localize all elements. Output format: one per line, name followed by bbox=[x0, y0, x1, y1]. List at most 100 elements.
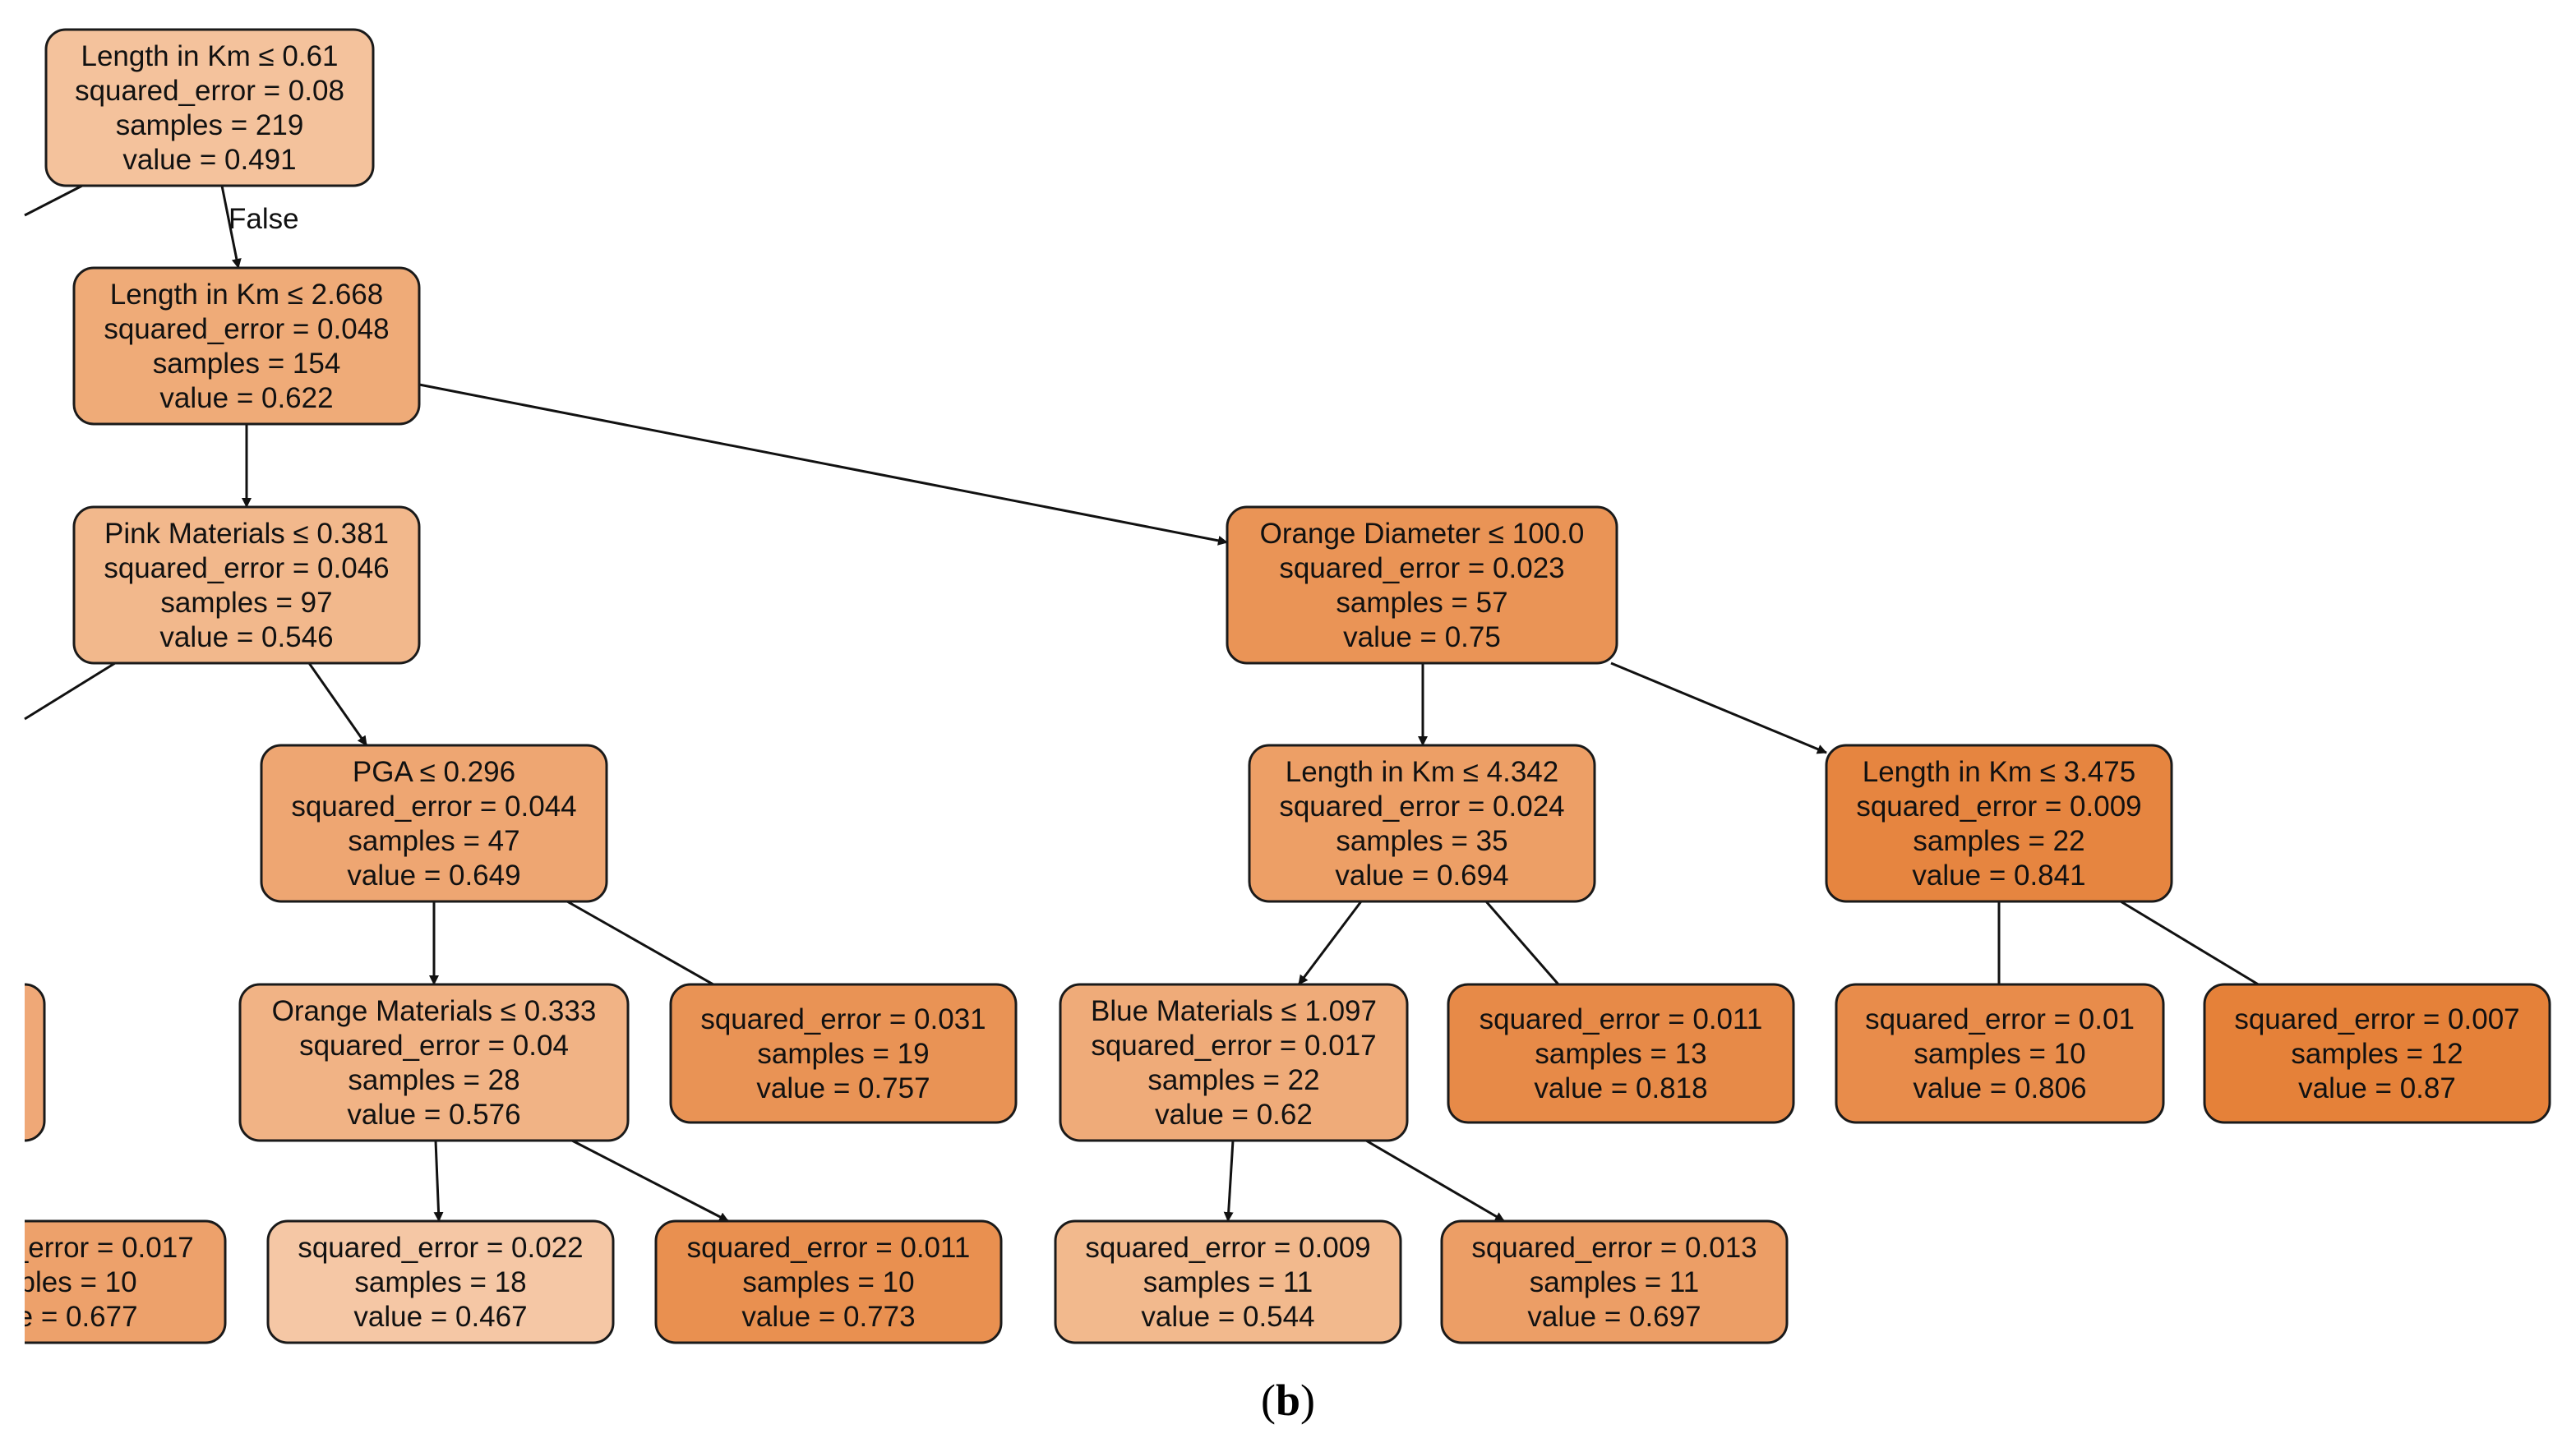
node-line: squared_error = 0.013 bbox=[1471, 1232, 1757, 1264]
node-line: value = 0.87 bbox=[2298, 1072, 2456, 1104]
node-line: squared_error = 0.011 bbox=[1480, 1003, 1763, 1035]
caption-open-paren: ( bbox=[1261, 1376, 1276, 1425]
node-line: squared_error = 0.007 bbox=[2234, 1003, 2519, 1035]
node-line: squared_error = 0.048 bbox=[104, 313, 389, 345]
node-line: samples = 10 bbox=[0, 1266, 137, 1298]
node-box bbox=[1440, 1219, 1789, 1344]
node-line: value = 0.841 bbox=[1912, 860, 2085, 892]
edge-n2-n4 bbox=[418, 383, 1228, 546]
node-line: squared_error = 0.031 bbox=[700, 1003, 986, 1035]
node-line: samples = 10 bbox=[1914, 1038, 2085, 1070]
node-box bbox=[25, 983, 46, 1142]
node-line: squared_error = 0.046 bbox=[104, 552, 389, 584]
node-line: value = 0.757 bbox=[756, 1072, 930, 1104]
node-box bbox=[72, 505, 421, 665]
node-line: Length in Km ≤ 0.61 bbox=[81, 40, 338, 72]
node-box bbox=[25, 1219, 227, 1344]
edge-n1-left bbox=[24, 184, 83, 217]
node-box bbox=[1248, 744, 1596, 903]
tree-edges bbox=[24, 184, 2281, 1223]
node-line: squared_error = 0.08 bbox=[75, 75, 344, 107]
node-line: samples = 47 bbox=[348, 825, 519, 857]
node-line: value = 0.677 bbox=[0, 1301, 138, 1333]
node-line: samples = 28 bbox=[348, 1064, 519, 1096]
tree-node-n8 bbox=[25, 983, 46, 1142]
node-line: value = 0.622 bbox=[159, 382, 333, 414]
node-line: squared_error = 0.04 bbox=[299, 1030, 569, 1062]
node-box bbox=[1447, 983, 1795, 1124]
node-line: samples = 57 bbox=[1336, 587, 1507, 619]
caption-letter: b bbox=[1276, 1376, 1300, 1425]
node-line: squared_error = 0.024 bbox=[1279, 791, 1564, 823]
edge-n6-n11 bbox=[1297, 901, 1363, 985]
node-line: Blue Materials ≤ 1.097 bbox=[1091, 995, 1377, 1027]
node-line: Orange Diameter ≤ 100.0 bbox=[1260, 518, 1585, 550]
node-box bbox=[1059, 983, 1409, 1142]
node-line: value = 0.467 bbox=[353, 1301, 527, 1333]
node-line: samples = 219 bbox=[116, 109, 304, 141]
node-line: samples = 11 bbox=[1530, 1266, 1700, 1298]
node-box bbox=[260, 744, 608, 903]
node-line: squared_error = 0.017 bbox=[0, 1232, 194, 1264]
node-box bbox=[238, 983, 630, 1142]
node-line: samples = 19 bbox=[757, 1038, 929, 1070]
node-line: value = 0.75 bbox=[1343, 621, 1501, 653]
node-line: PGA ≤ 0.296 bbox=[353, 756, 515, 788]
node-line: squared_error = 0.023 bbox=[1279, 552, 1564, 584]
node-line: squared_error = 0.011 bbox=[687, 1232, 971, 1264]
node-line: samples = 12 bbox=[2291, 1038, 2463, 1070]
node-box bbox=[669, 983, 1018, 1124]
node-line: value = 0.806 bbox=[1913, 1072, 2086, 1104]
node-line: squared_error = 0.009 bbox=[1856, 791, 2141, 823]
node-line: samples = 22 bbox=[1147, 1064, 1319, 1096]
edge-n4-n7 bbox=[1610, 661, 1827, 754]
node-line: value = 0.649 bbox=[347, 860, 520, 892]
node-line: Orange Materials ≤ 0.333 bbox=[272, 995, 597, 1027]
node-line: value = 0.697 bbox=[1527, 1301, 1701, 1333]
node-line: samples = 154 bbox=[153, 348, 341, 380]
edge-n6-n12 bbox=[1484, 901, 1572, 998]
node-line: samples = 35 bbox=[1336, 825, 1507, 857]
node-box bbox=[654, 1219, 1003, 1344]
node-line: Pink Materials ≤ 0.381 bbox=[104, 518, 389, 550]
edge-n5-n10 bbox=[566, 900, 737, 999]
node-line: value = 0.544 bbox=[1141, 1301, 1314, 1333]
node-line: value = 0.818 bbox=[1534, 1072, 1707, 1104]
node-line: samples = 11 bbox=[1143, 1266, 1313, 1298]
node-line: Length in Km ≤ 4.342 bbox=[1286, 756, 1558, 788]
edge-n7-n14 bbox=[2120, 900, 2281, 999]
node-line: samples = 13 bbox=[1535, 1038, 1706, 1070]
node-line: squared_error = 0.044 bbox=[291, 791, 576, 823]
edge-n3-left bbox=[24, 661, 116, 721]
node-box bbox=[1054, 1219, 1402, 1344]
figure-caption: (b) bbox=[1261, 1376, 1315, 1425]
node-line: squared_error = 0.01 bbox=[1865, 1003, 2135, 1035]
node-line: samples = 10 bbox=[742, 1266, 914, 1298]
edge-n1-n2 bbox=[220, 185, 242, 269]
node-line: squared_error = 0.017 bbox=[1091, 1030, 1376, 1062]
node-line: Length in Km ≤ 3.475 bbox=[1863, 756, 2135, 788]
node-box bbox=[1835, 983, 2165, 1124]
edge-n9-n17 bbox=[571, 1139, 729, 1223]
node-line: Length in Km ≤ 2.668 bbox=[110, 279, 383, 311]
node-box bbox=[1825, 744, 2173, 903]
node-line: value = 0.773 bbox=[741, 1301, 915, 1333]
edge-n11-n18 bbox=[1223, 1140, 1235, 1222]
